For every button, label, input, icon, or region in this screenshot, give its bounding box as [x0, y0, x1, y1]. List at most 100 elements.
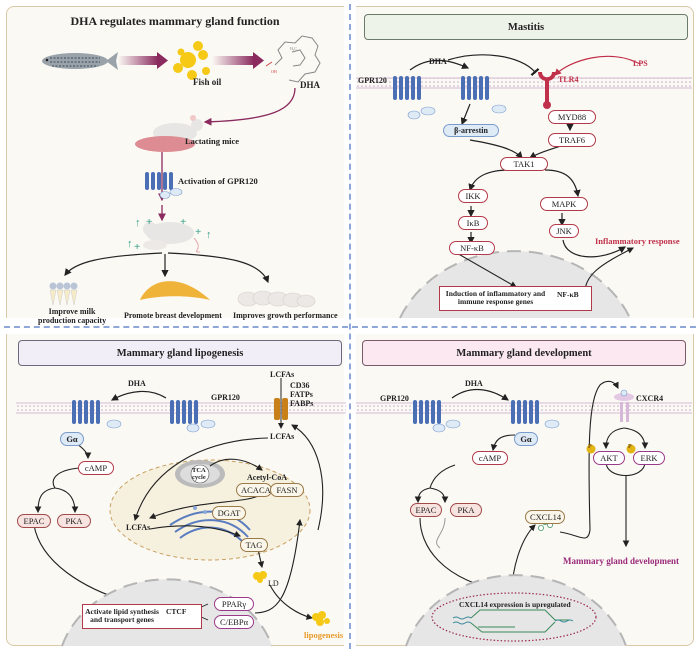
gpr120-receptor-inactive-icon-dev — [413, 400, 441, 424]
nucleus-text-line2: immune response genes — [457, 297, 534, 306]
label-lipogenesis: lipogenesis — [304, 630, 344, 640]
label-cd36: CD36 — [290, 381, 310, 390]
svg-text:+: + — [180, 216, 186, 228]
node-camp-dev: cAMP — [472, 451, 508, 465]
label-tlr4: TLR4 — [558, 75, 579, 84]
outcome-growth-performance: Improves growth performance — [233, 311, 338, 320]
node-jnk: JNK — [549, 224, 579, 238]
node-akt: AKT — [593, 451, 625, 465]
label-ctcf: CTCF — [166, 607, 187, 616]
node-myd88: MYD88 — [548, 110, 596, 124]
node-fasn: FASN — [270, 483, 304, 497]
lactating-mouse-icon — [135, 115, 203, 152]
label-gpr120-lipo: GPR120 — [211, 393, 240, 402]
gpr120-receptor-inactive-icon-lipo — [170, 400, 198, 424]
label-tca-cycle: TCA cycle — [192, 467, 206, 481]
gpr120-receptor-active-icon-lipo — [72, 400, 100, 424]
label-ld: LD — [268, 579, 279, 588]
node-erk: ERK — [633, 451, 665, 465]
node-cxcl14: CXCL14 — [525, 510, 565, 524]
node-camp-lipo: cAMP — [78, 461, 114, 475]
svg-text:+: + — [134, 241, 140, 253]
node-ikb: IκB — [458, 216, 488, 230]
mitochondrion-icon — [175, 460, 225, 488]
node-g-alpha-lipo: Gα — [60, 432, 84, 446]
node-epac-lipo: EPAC — [17, 514, 51, 528]
gpr120-receptor-active-icon — [461, 76, 489, 100]
svg-text:+: + — [195, 226, 201, 238]
svg-text:H₃C: H₃C — [290, 46, 297, 51]
nucleus-box-inflammatory-genes: Induction of inflammatory and immune res… — [439, 286, 592, 311]
label-lps: LPS — [633, 59, 648, 68]
nucleus-lipid-line1: Activate lipid synthesis — [85, 607, 159, 616]
node-dgat: DGAT — [212, 506, 246, 520]
label-dha-mastitis: DHA — [429, 57, 447, 66]
label-cxcl14-expression: CXCL14 expression is upregulated — [459, 600, 571, 609]
label-fabps: FABPs — [290, 399, 314, 408]
dha-inhibits-tlr4 — [447, 54, 540, 77]
membrane-lipogenesis — [16, 403, 346, 413]
node-pka-dev: PKA — [450, 503, 482, 517]
label-lactating-mice: Lactating mice — [185, 136, 240, 146]
node-pka-lipo: PKA — [57, 514, 91, 528]
panel-title-dha-function: DHA regulates mammary gland function — [70, 14, 280, 28]
panel-title-lipogenesis: Mammary gland lipogenesis — [18, 340, 342, 366]
node-beta-arrestin: β-arrestin — [443, 124, 499, 137]
label-tca-line2: cycle — [192, 474, 206, 481]
lps-activates-tlr4 — [554, 55, 641, 76]
milk-tubes-icon — [49, 282, 78, 306]
arrow-dha-to-mice — [203, 87, 296, 126]
node-acaca: ACACA — [236, 483, 272, 497]
lcfa-transporter-icon — [274, 378, 288, 429]
panel-title-mastitis: Mastitis — [364, 14, 688, 40]
node-cebp-alpha: C/EBPα — [214, 615, 254, 629]
arrow-fish-to-oil — [118, 56, 158, 65]
label-lcfas-inside: LCFAs — [270, 432, 295, 441]
g-beta-gamma-subunit — [169, 188, 183, 196]
node-traf6: TRAF6 — [548, 133, 596, 147]
label-fish-oil: Fish oil — [193, 77, 222, 87]
node-ppar-gamma: PPARγ — [214, 597, 254, 611]
node-epac-dev: EPAC — [410, 503, 442, 517]
healthy-mouse-icon — [143, 222, 201, 253]
membrane-mastitis — [356, 78, 692, 88]
node-g-alpha-dev: Gα — [514, 432, 538, 446]
gpr120-receptor-active-icon-dev — [511, 400, 539, 424]
svg-text:+: + — [146, 216, 152, 228]
lipogenesis-droplets-icon — [312, 611, 330, 626]
g-alpha-subunit — [159, 191, 171, 199]
phospho-markers — [586, 444, 636, 454]
node-nfkb: NF-κB — [449, 241, 495, 255]
dna-transcription-icon — [452, 609, 574, 633]
cxcr4-receptor-icon — [614, 389, 634, 422]
node-tak1: TAK1 — [500, 157, 548, 171]
label-fatps: FATPs — [290, 390, 313, 399]
label-dha: DHA — [300, 80, 320, 90]
outcome-milk-line1: Improve milk — [48, 307, 96, 316]
label-gpr120-dev: GPR120 — [380, 394, 409, 403]
label-inflammatory-response: Inflammatory response — [595, 236, 680, 246]
label-mammary-development-outcome: Mammary gland development — [563, 556, 679, 566]
gpr120-receptor-inactive-icon — [393, 76, 421, 100]
fish-icon — [42, 52, 118, 70]
node-tag: TAG — [240, 538, 268, 552]
gpr120-receptor-icon — [145, 172, 173, 190]
label-dha-dev: DHA — [465, 379, 483, 388]
pups-icon — [237, 290, 316, 308]
outcome-milk-production: Improve milk production capacity — [38, 307, 106, 325]
nucleus-development — [406, 575, 626, 646]
nucleus-lipid-line2: and transport genes — [90, 615, 154, 624]
label-lcfas-top: LCFAs — [270, 370, 295, 379]
horizontal-divider — [4, 326, 696, 328]
label-tca-line1: TCA — [192, 467, 206, 474]
breast-tissue-icon — [140, 281, 210, 300]
label-activation-gpr120: Activation of GPR120 — [178, 176, 258, 186]
increase-indicators: ↑++ +↑↑+ — [127, 216, 212, 253]
panel-title-development: Mammary gland development — [362, 340, 686, 366]
node-mapk: MAPK — [540, 197, 588, 211]
fish-oil-droplets-icon — [173, 41, 210, 80]
nucleus-text-line1: Induction of inflammatory and — [445, 289, 546, 298]
label-gpr120-mastitis: GPR120 — [358, 76, 387, 85]
tlr4-receptor-icon — [538, 72, 556, 109]
node-ikk: IKK — [458, 189, 488, 203]
